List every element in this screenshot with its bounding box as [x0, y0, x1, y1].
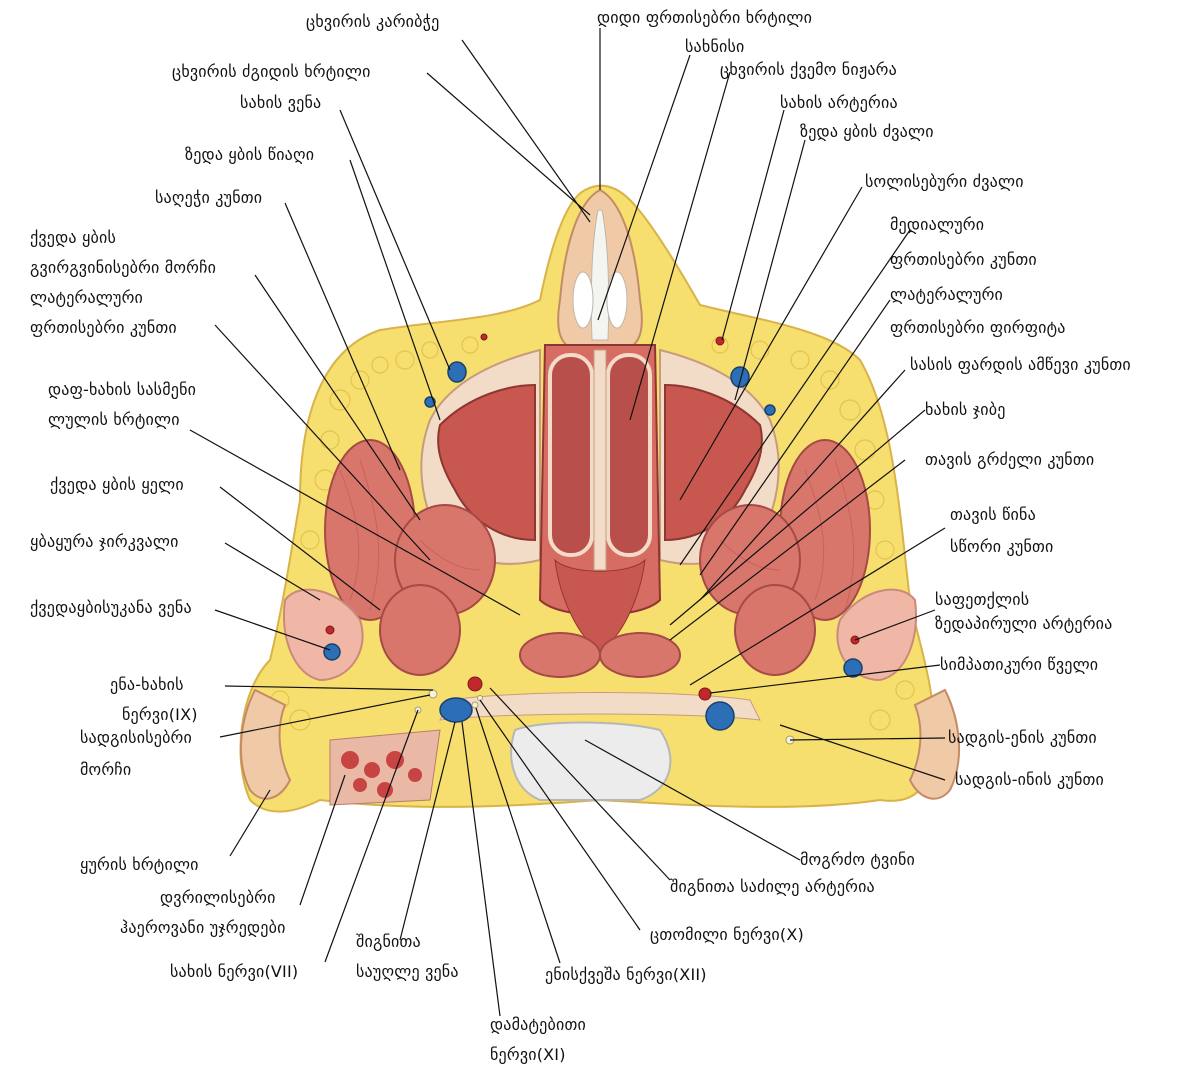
- label-maxilla: ზედა ყბის ძვალი: [800, 122, 934, 142]
- label-facial-vein: სახის ვენა: [240, 93, 321, 113]
- label-auditory-tube-1: დაფ-ხახის სასმენი: [48, 380, 196, 400]
- label-lateral-pterygoid-1: ლატერალური: [30, 288, 143, 308]
- label-pterygoid-plate-2: ფრთისებრი ფირფიტა: [890, 318, 1066, 338]
- label-rectus-capitis-1: თავის წინა: [950, 505, 1036, 525]
- foramen-magnum-area: [511, 723, 670, 801]
- label-mastoid-1: დვრილისებრი: [160, 888, 276, 908]
- label-stylohyoid: სადგის-ინის კუნთი: [955, 770, 1104, 790]
- longus-capitis-right: [600, 633, 680, 677]
- label-temporal-artery-1: საფეთქლის: [935, 590, 1029, 610]
- label-internal-carotid: შიგნითა საძილე არტერია: [670, 877, 875, 897]
- label-facial-nerve: სახის ნერვი(VII): [170, 962, 298, 982]
- label-sphenoid: სოლისებური ძვალი: [865, 172, 1024, 192]
- label-nasal-vestibule: ცხვირის კარიბჭე: [306, 12, 439, 32]
- inferior-concha-right: [608, 355, 650, 555]
- label-internal-jugular-2: საუღლე ვენა: [356, 962, 459, 982]
- label-lateral-pterygoid-2: ფრთისებრი კუნთი: [30, 318, 177, 338]
- medial-pterygoid-right: [735, 585, 815, 675]
- label-pharyngeal-recess: ხახის ჯიბე: [925, 400, 1006, 420]
- label-mandible-neck: ქვედა ყბის ყელი: [50, 475, 184, 495]
- label-retromandibular: ქვედაყბისუკანა ვენა: [30, 598, 192, 618]
- label-styloid-2: მორჩი: [80, 760, 131, 780]
- label-styloglossus: სადგის-ენის კუნთი: [948, 728, 1097, 748]
- label-ear-cartilage: ყურის ხრტილი: [80, 855, 199, 875]
- label-longus-capitis: თავის გრძელი კუნთი: [925, 450, 1094, 470]
- septum-bone: [594, 350, 606, 570]
- label-sympathetic: სიმპათიკური წველი: [940, 655, 1098, 675]
- label-medulla: მოგრძო ტვინი: [800, 850, 915, 870]
- label-septal-cartilage: ცხვირის ძგიდის ხრტილი: [172, 62, 371, 82]
- label-mastoid-2: ჰაეროვანი უჯრედები: [120, 918, 286, 938]
- label-styloid-1: სადგისისებრი: [80, 728, 192, 748]
- label-maxillary-sinus: ზედა ყბის წიაღი: [185, 145, 314, 165]
- label-vagus: ცთომილი ნერვი(X): [650, 925, 804, 945]
- label-medial-pterygoid-2: ფრთისებრი კუნთი: [890, 250, 1037, 270]
- label-rectus-capitis-2: სწორი კუნთი: [950, 537, 1054, 557]
- label-glossopharyngeal-1: ენა-ხახის: [110, 675, 184, 695]
- label-temporal-artery-2: ზედაპირული არტერია: [935, 614, 1112, 634]
- label-auditory-tube-2: ლულის ხრტილი: [48, 410, 180, 430]
- label-internal-jugular-1: შიგნითა: [356, 932, 421, 952]
- inferior-concha-left: [550, 355, 592, 555]
- label-medial-pterygoid-1: მედიალური: [890, 215, 984, 235]
- label-levator-veli: სასის ფარდის ამწევი კუნთი: [910, 355, 1131, 375]
- label-coronoid-2: გვირგვინისებრი მორჩი: [30, 258, 216, 278]
- nostril-left: [573, 272, 593, 328]
- label-vomer: სახნისი: [685, 37, 745, 57]
- label-glossopharyngeal-2: ნერვი(IX): [122, 705, 198, 725]
- label-pterygoid-plate-1: ლატერალური: [890, 285, 1003, 305]
- label-inferior-concha: ცხვირის ქვემო ნიჟარა: [720, 60, 897, 80]
- label-parotid: ყბაყურა ჯირკვალი: [30, 532, 179, 552]
- label-facial-artery: სახის არტერია: [780, 93, 898, 113]
- label-alar-cartilage: დიდი ფრთისებრი ხრტილი: [597, 8, 812, 28]
- label-accessory-1: დამატებითი: [490, 1015, 586, 1035]
- longus-capitis-left: [520, 633, 600, 677]
- label-hypoglossal: ენისქვეშა ნერვი(XII): [545, 965, 707, 985]
- medial-pterygoid-left: [380, 585, 460, 675]
- label-coronoid-1: ქვედა ყბის: [30, 228, 116, 248]
- label-masseter: საღეჭი კუნთი: [155, 188, 262, 208]
- label-accessory-2: ნერვი(XI): [490, 1045, 566, 1065]
- nostril-right: [607, 272, 627, 328]
